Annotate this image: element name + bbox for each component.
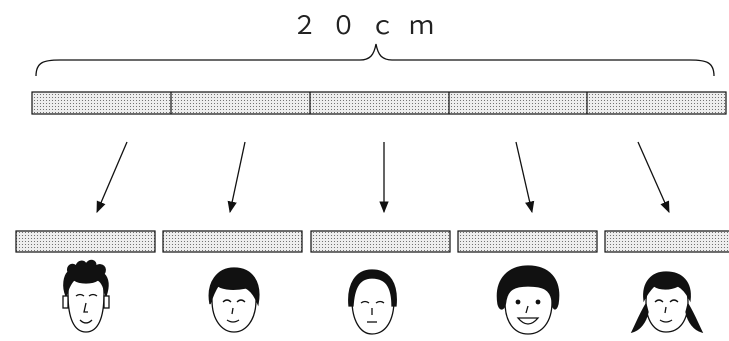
arrow-5 <box>637 141 670 214</box>
person-curly-hair-man <box>62 259 110 333</box>
arrows <box>96 141 670 214</box>
pieces <box>15 230 729 253</box>
piece-4 <box>457 230 598 253</box>
piece-5 <box>604 230 729 253</box>
arrow-1 <box>96 141 128 214</box>
length-brace <box>35 43 715 77</box>
piece-1 <box>15 230 156 253</box>
person-bald-man <box>348 269 397 335</box>
full-strip <box>31 91 727 115</box>
person-short-hair-boy <box>208 267 260 333</box>
piece-3 <box>310 230 451 253</box>
person-bob-hair-girl <box>496 265 560 335</box>
length-label: ２０ｃｍ <box>292 11 448 40</box>
arrow-2 <box>227 141 246 214</box>
person-pigtails-girl <box>630 271 704 333</box>
piece-2 <box>162 230 303 253</box>
arrow-4 <box>515 141 535 214</box>
